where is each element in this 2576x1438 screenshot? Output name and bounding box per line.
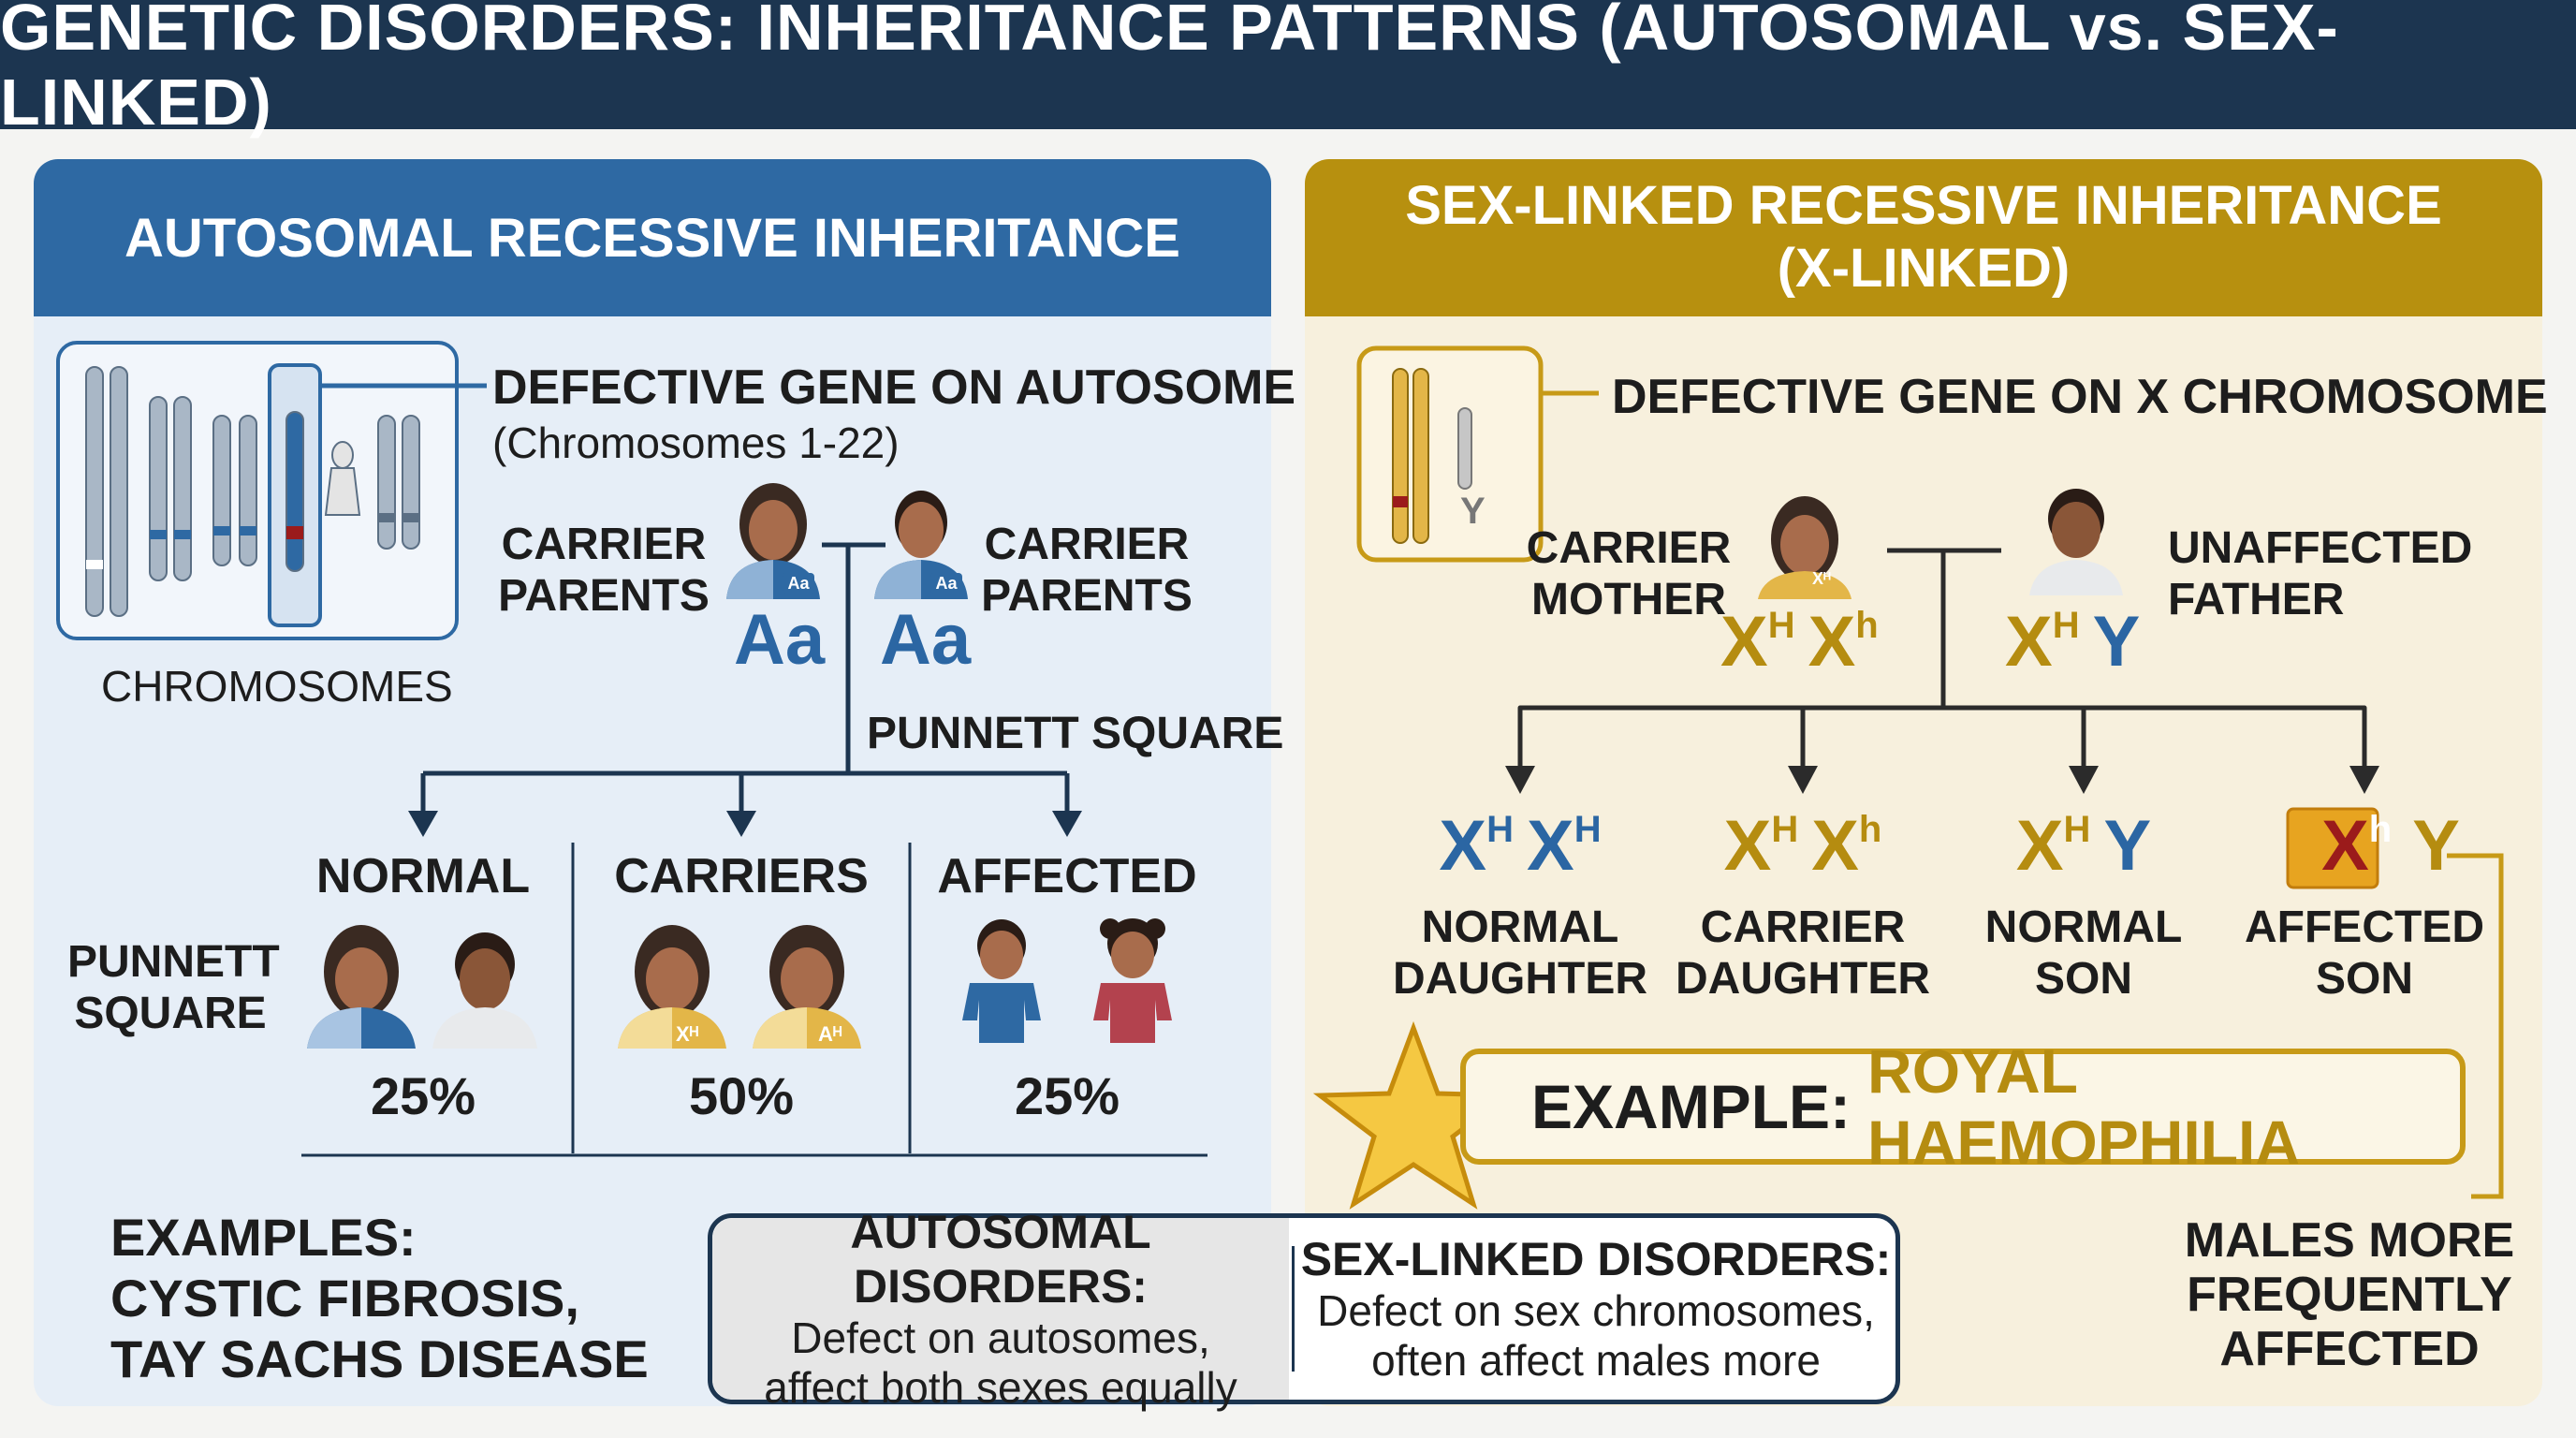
autosomal-header: AUTOSOMAL RECESSIVE INHERITANCE bbox=[34, 159, 1271, 316]
x-linked-tree-arrows bbox=[1505, 766, 2379, 794]
y-chromosome-label: Y bbox=[1460, 491, 1486, 532]
mother-genotype: Aa bbox=[734, 600, 826, 680]
x-gene-title: DEFECTIVE GENE ON X CHROMOSOME bbox=[1612, 370, 2548, 424]
carrier-mother-x-icon bbox=[1758, 496, 1852, 599]
summary-box: AUTOSOMAL DISORDERS: Defect on autosomes… bbox=[708, 1206, 1900, 1412]
outcome-normal-label: NORMAL bbox=[315, 849, 531, 903]
outcome-carriers-label: CARRIERS bbox=[614, 849, 869, 903]
carrier-badge-2: Aᴴ bbox=[818, 1022, 842, 1046]
child-label-carrier-daughter: CARRIER DAUGHTER bbox=[1676, 902, 1930, 1004]
example-name: ROYAL HAEMOPHILIA bbox=[1867, 1036, 2301, 1177]
summary-autosomal-bg bbox=[712, 1218, 1289, 1400]
mother-carrier-badge: Xᴴ bbox=[1812, 569, 1831, 588]
punnett-square-label-side: PUNNETT SQUARE bbox=[67, 937, 280, 1039]
carrier-parents-label-right: CARRIER PARENTS bbox=[981, 520, 1193, 622]
sex-linked-header: SEX-LINKED RECESSIVE INHERITANCE (X-LINK… bbox=[1305, 159, 2542, 316]
summary-autosomal-text-1: Defect on autosomes, bbox=[791, 1313, 1210, 1363]
mother-genotype-badge: Aa bbox=[783, 573, 814, 594]
sex-linked-header-line2: (X-LINKED) bbox=[1777, 238, 2071, 299]
carrier-badge-1: Xᴴ bbox=[676, 1022, 699, 1046]
normal-girl-icon bbox=[307, 925, 416, 1049]
normal-boy-icon bbox=[432, 932, 537, 1049]
examples-block: EXAMPLES: CYSTIC FIBROSIS, TAY SACHS DIS… bbox=[110, 1208, 649, 1390]
examples-title: EXAMPLES: bbox=[110, 1208, 417, 1267]
child-label-affected-son: AFFECTED SON bbox=[2245, 902, 2484, 1004]
males-note: MALES MORE FREQUENTLY AFFECTED bbox=[2184, 1213, 2515, 1377]
examples-line-1: CYSTIC FIBROSIS, bbox=[110, 1268, 579, 1328]
affected-boy-icon bbox=[962, 919, 1041, 1043]
autosomal-tree-arrows bbox=[408, 811, 1082, 837]
chromosomes-label: CHROMOSOMES bbox=[101, 662, 453, 711]
males-bracket bbox=[2447, 853, 2504, 1199]
summary-autosomal: AUTOSOMAL DISORDERS: Defect on autosomes… bbox=[712, 1206, 1289, 1412]
outcome-normal-percent: 25% bbox=[370, 1066, 476, 1125]
autosome-gene-title: DEFECTIVE GENE ON AUTOSOME bbox=[492, 360, 1296, 415]
chromosome-set-icon bbox=[85, 363, 420, 627]
summary-sex-linked: SEX-LINKED DISORDERS: Defect on sex chro… bbox=[1296, 1218, 1895, 1400]
carrier-father-icon bbox=[874, 491, 968, 599]
example-box: EXAMPLE: ROYAL HAEMOPHILIA bbox=[1460, 1036, 2466, 1177]
page-title: GENETIC DISORDERS: INHERITANCE PATTERNS … bbox=[0, 0, 2576, 139]
punnett-square-label-top: PUNNETT SQUARE bbox=[867, 709, 1284, 758]
summary-sex-linked-title: SEX-LINKED DISORDERS: bbox=[1300, 1233, 1892, 1286]
outcome-affected-label: AFFECTED bbox=[937, 849, 1197, 903]
affected-girl-icon bbox=[1093, 918, 1172, 1043]
summary-autosomal-title: AUTOSOMAL DISORDERS: bbox=[850, 1206, 1151, 1313]
father-genotype: Aa bbox=[880, 600, 972, 680]
summary-sex-linked-text-2: often affect males more bbox=[1371, 1336, 1821, 1385]
affected-son-highlight bbox=[2286, 807, 2379, 889]
carrier-parents-label-left: CARRIER PARENTS bbox=[498, 520, 710, 622]
carrier-mother-label: CARRIER MOTHER bbox=[1526, 523, 1732, 625]
summary-sex-linked-text-1: Defect on sex chromosomes, bbox=[1317, 1286, 1875, 1336]
outcome-affected-percent: 25% bbox=[1014, 1066, 1120, 1125]
carrier-child-2-icon bbox=[753, 925, 861, 1049]
x-chromosome-icon bbox=[1392, 368, 1472, 544]
x-linked-tree-lines bbox=[1517, 548, 2367, 770]
outcome-carriers-percent: 50% bbox=[688, 1066, 795, 1125]
summary-divider bbox=[1292, 1246, 1295, 1372]
sex-linked-header-line1: SEX-LINKED RECESSIVE INHERITANCE bbox=[1405, 175, 2442, 237]
example-prefix: EXAMPLE: bbox=[1531, 1072, 1852, 1141]
child-label-normal-daughter: NORMAL DAUGHTER bbox=[1393, 902, 1647, 1004]
autosome-gene-subtitle: (Chromosomes 1-22) bbox=[492, 418, 900, 467]
x-chromosome-box bbox=[1356, 345, 1544, 563]
summary-autosomal-text-2: affect both sexes equally bbox=[764, 1363, 1237, 1412]
carrier-child-1-icon bbox=[618, 925, 726, 1049]
unaffected-father-icon bbox=[2029, 489, 2123, 595]
autosomal-tree-lines bbox=[420, 542, 1070, 816]
father-genotype-badge: Aa bbox=[930, 573, 962, 594]
unaffected-father-label: UNAFFECTED FATHER bbox=[2168, 523, 2473, 625]
examples-line-2: TAY SACHS DISEASE bbox=[110, 1328, 649, 1388]
child-label-normal-son: NORMAL SON bbox=[1984, 902, 2183, 1004]
